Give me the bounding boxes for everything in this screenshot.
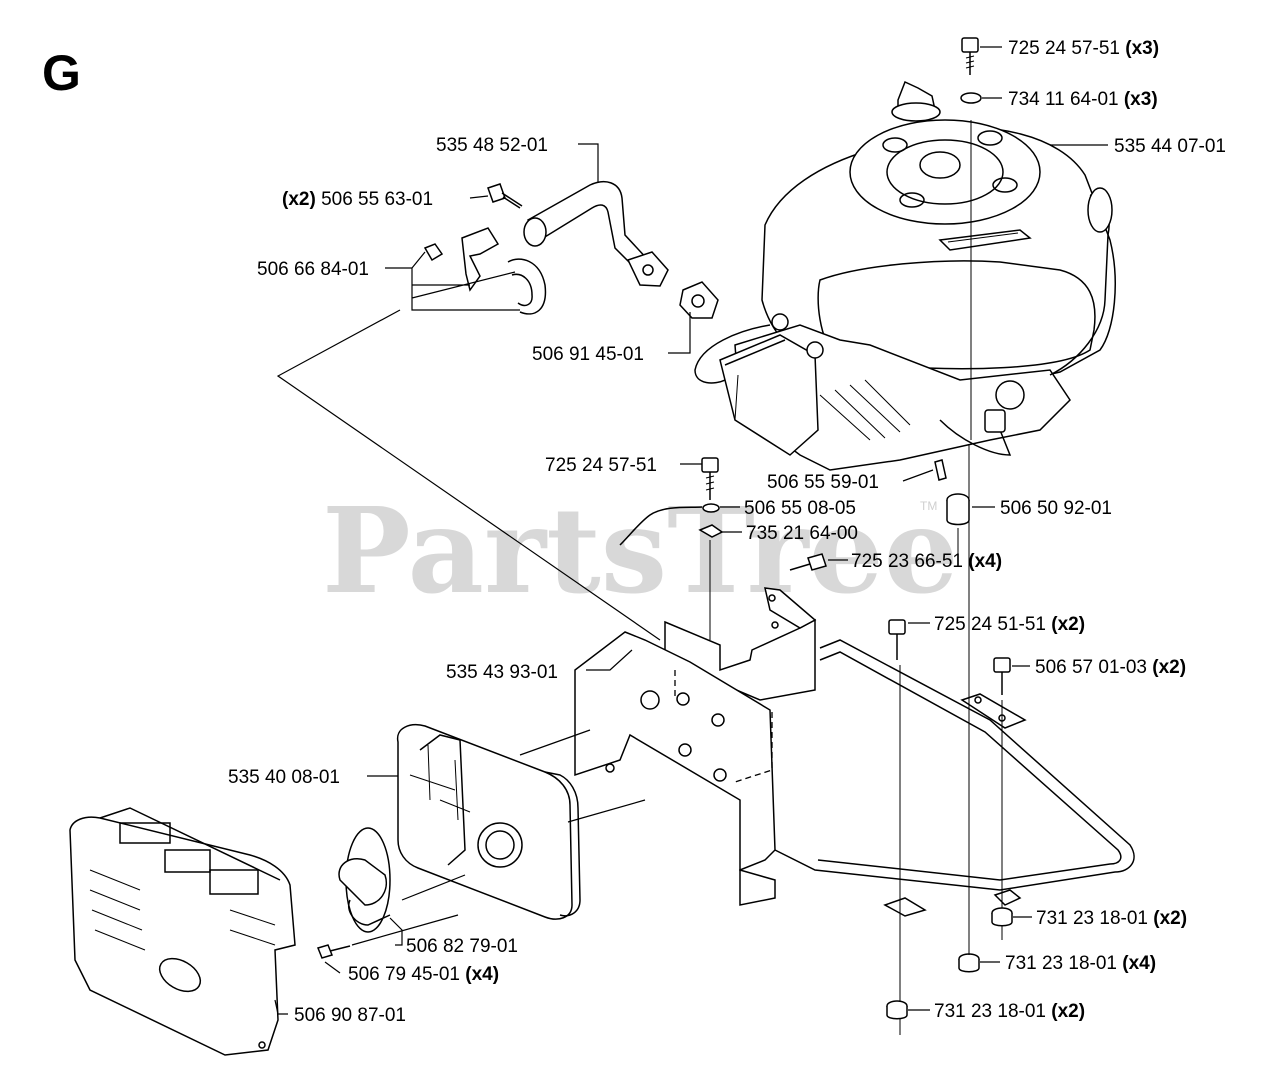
guard-screw[interactable] [316,944,351,959]
callout-c18[interactable]: 731 23 18-01 (x2) [1036,908,1187,929]
callout-c9[interactable]: 506 55 59-01 [767,472,879,493]
callout-c3[interactable]: 535 44 07-01 [1114,136,1226,157]
bolt-725-24-51-51[interactable] [888,619,906,660]
nut-731-23-18-01-b[interactable] [958,953,980,973]
u-bolt-clamp[interactable] [423,227,547,315]
callout-c11[interactable]: 506 50 92-01 [1000,498,1112,519]
washer-top[interactable] [960,92,982,104]
heat-shield-plate[interactable] [574,631,776,906]
callout-c20[interactable]: 731 23 18-01 (x4) [1005,953,1156,974]
callout-c7[interactable]: 506 91 45-01 [532,344,644,365]
callout-c17[interactable]: 535 40 08-01 [228,767,340,788]
callout-c1[interactable]: 725 24 57-51 (x3) [1008,38,1159,59]
muffler[interactable] [396,724,581,920]
ground-wire[interactable] [619,506,703,546]
callout-c14[interactable]: 725 24 51-51 (x2) [934,614,1085,635]
callout-c16[interactable]: 506 57 01-03 (x2) [1035,657,1186,678]
nut-731-23-18-01-c[interactable] [886,1000,908,1020]
callout-c19[interactable]: 506 82 79-01 [406,936,518,957]
callout-c8[interactable]: 725 24 57-51 [545,455,657,476]
bolt-506-57-01-03[interactable] [993,657,1011,695]
callout-c21[interactable]: 506 79 45-01 (x4) [348,964,499,985]
callout-c6[interactable]: 506 66 84-01 [257,259,369,280]
leader-lines [274,46,1108,1015]
callout-c23[interactable]: 506 90 87-01 [294,1005,406,1026]
callout-c5[interactable]: (x2) 506 55 63-01 [282,189,433,210]
callout-c4[interactable]: 535 48 52-01 [436,135,548,156]
callout-c13[interactable]: 725 23 66-51 (x4) [851,551,1002,572]
watermark-trademark: TM [920,499,937,513]
callout-c15[interactable]: 535 43 93-01 [446,662,558,683]
callout-labels: 725 24 57-51 (x3) 734 11 64-01 (x3) 535 … [228,38,1226,1026]
callout-c10[interactable]: 506 55 08-05 [744,498,856,519]
callout-c2[interactable]: 734 11 64-01 (x3) [1008,89,1158,110]
watermark: PartsTree [322,481,959,620]
muffler-guard[interactable] [69,807,296,1056]
spark-arrester[interactable] [338,827,391,933]
muffler-pipe[interactable] [523,181,669,287]
exhaust-bolt[interactable] [487,183,523,209]
engine-frame[interactable] [774,639,1135,917]
nut-731-23-18-01-a[interactable] [991,907,1013,927]
key[interactable] [934,459,947,481]
engine-assembly[interactable] [694,80,1116,471]
bolt-725-23-66-51[interactable] [789,553,827,571]
callout-c12[interactable]: 735 21 64-00 [746,523,858,544]
spacer-506-55-08-05[interactable] [702,503,720,513]
spacer-506-50-92-01[interactable] [946,493,970,526]
bolt-725-24-57-51[interactable] [701,457,719,500]
bolt-top[interactable] [961,37,979,75]
section-letter: G [42,45,81,101]
callout-c22[interactable]: 731 23 18-01 (x2) [934,1001,1085,1022]
muffler-gasket[interactable] [679,281,719,319]
